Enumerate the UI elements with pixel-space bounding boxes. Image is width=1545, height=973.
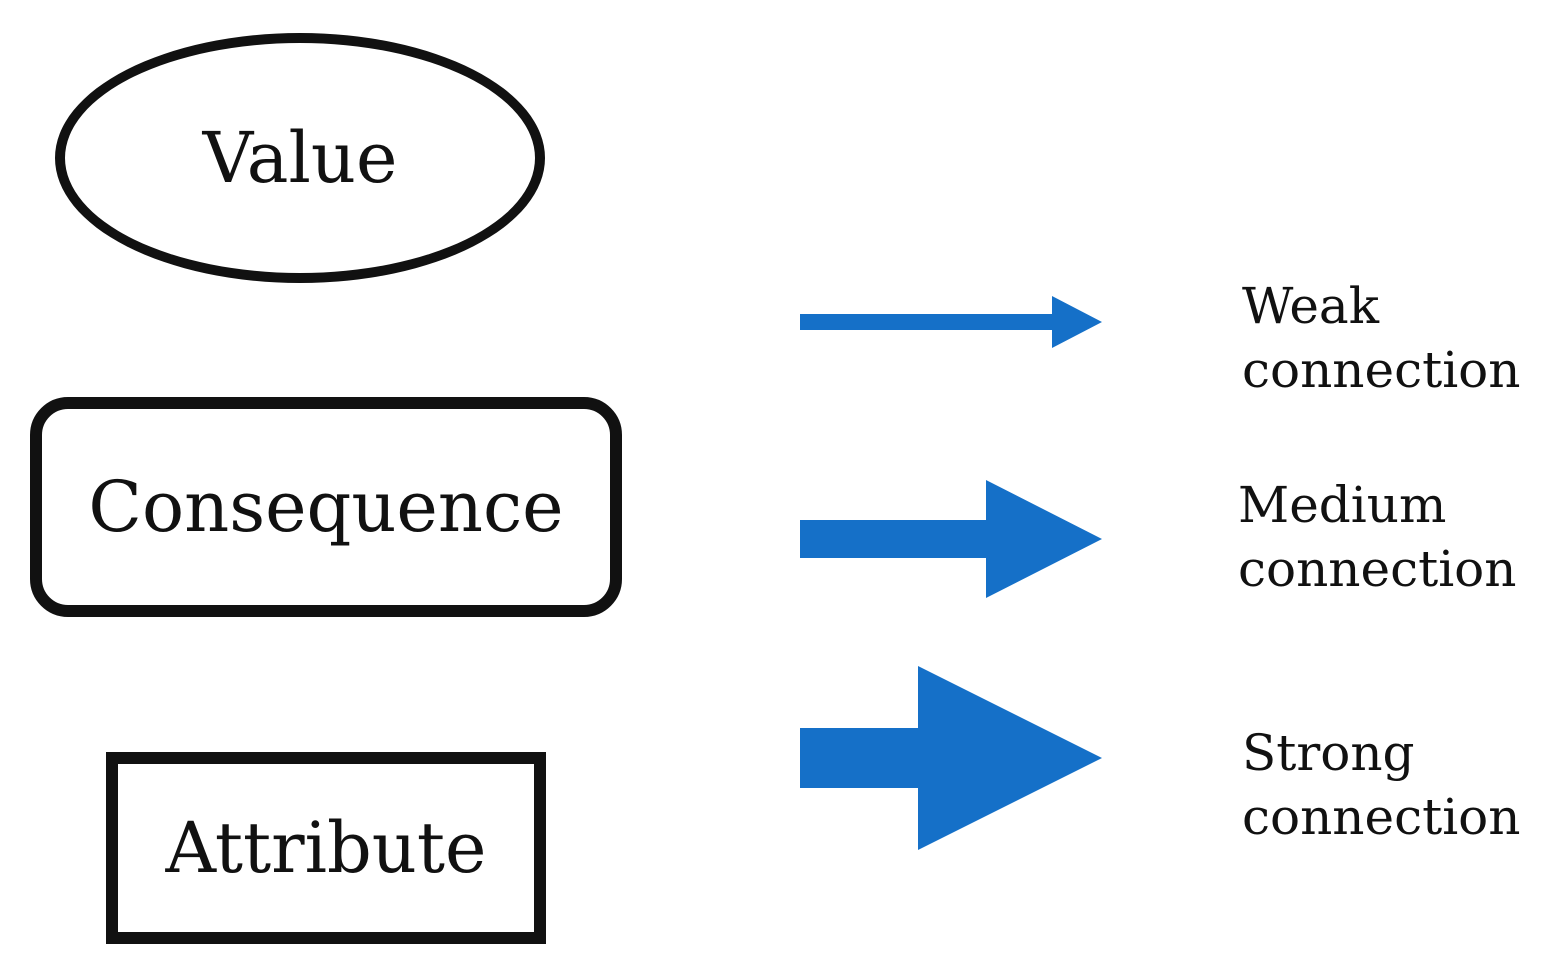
legend-medium-line1: Medium [1238, 476, 1447, 534]
legend-weak-line2: connection [1242, 341, 1521, 399]
weak-arrow-shape [800, 296, 1102, 348]
legend-strong-line2: connection [1242, 788, 1521, 846]
legend-medium-connection: Medium connection [1238, 473, 1517, 601]
medium-connection-arrow-icon [800, 480, 1102, 598]
weak-connection-arrow-icon [800, 296, 1102, 348]
strong-connection-arrow-icon [800, 666, 1102, 850]
attribute-box: Attribute [106, 752, 546, 944]
legend-weak-connection: Weak connection [1242, 274, 1521, 402]
value-label: Value [202, 117, 398, 199]
value-ellipse: Value [55, 33, 545, 283]
consequence-label: Consequence [88, 466, 564, 548]
medium-arrow-shape [800, 480, 1102, 598]
legend-weak-line1: Weak [1242, 277, 1380, 335]
consequence-rounded-box: Consequence [30, 397, 622, 617]
attribute-label: Attribute [165, 807, 487, 889]
legend-strong-connection: Strong connection [1242, 721, 1521, 849]
strong-arrow-shape [800, 666, 1102, 850]
legend-medium-line2: connection [1238, 540, 1517, 598]
legend-strong-line1: Strong [1242, 724, 1415, 782]
